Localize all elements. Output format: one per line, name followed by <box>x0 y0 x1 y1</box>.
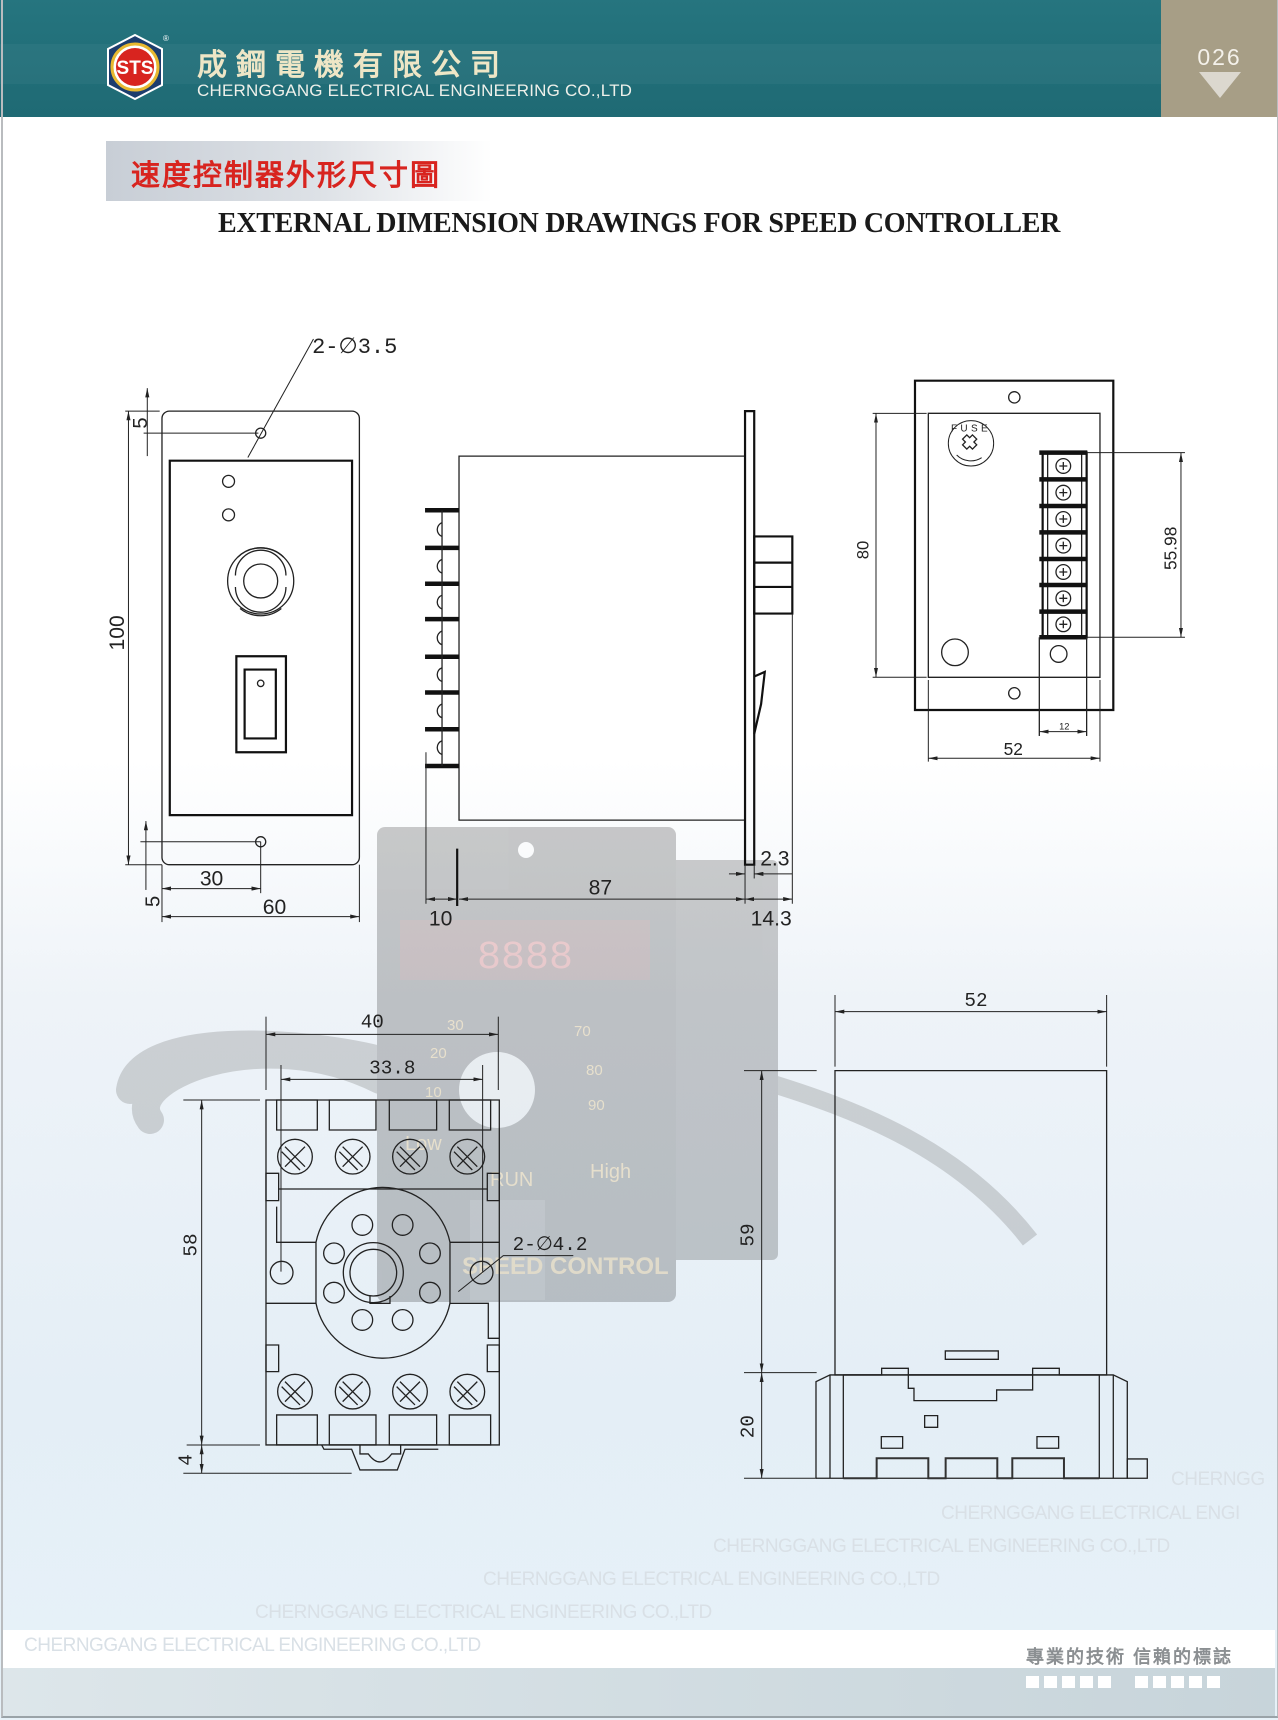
led-display-text: 8888 <box>477 936 573 981</box>
page-title-cn: 速度控制器外形尺寸圖 <box>131 160 442 192</box>
speed-knob <box>228 548 294 616</box>
footer-square <box>1189 1676 1202 1688</box>
dim-hole-pitch: 33.8 <box>369 1057 415 1079</box>
fuse-holder: FUSE <box>948 421 993 466</box>
company-name-en: CHERNGGANG ELECTRICAL ENGINEERING CO.,LT… <box>197 81 633 100</box>
footer-square <box>1026 1676 1039 1688</box>
watermark: CHERNGGANG ELECTRICAL ENGI <box>941 1503 1240 1524</box>
hole-callout: 2-∅3.5 <box>312 335 397 360</box>
dim-front: 14.3 <box>751 907 792 930</box>
watermark: CHERNGGANG ELECTRICAL ENGINEERING CO.,LT… <box>483 1569 940 1590</box>
dim-base-height: 20 <box>737 1415 759 1438</box>
dim-clip: 4 <box>176 1454 198 1466</box>
footer-strip <box>3 1630 1275 1668</box>
relay-view: 52 59 20 <box>737 990 1147 1478</box>
dim-height: 80 <box>853 541 872 560</box>
watermark: CHERNGGANG ELECTRICAL ENGINEERING CO.,LT… <box>713 1536 1170 1557</box>
down-triangle-icon <box>1199 72 1241 98</box>
dial-label: 10 <box>425 1084 442 1101</box>
mount-hole <box>518 842 534 858</box>
speed-knob <box>459 1052 535 1128</box>
dim-width: 52 <box>1004 739 1023 759</box>
registered-mark: ® <box>163 34 169 43</box>
dim-terminal-width: 12 <box>1059 721 1069 731</box>
dim-terminal: 10 <box>429 907 452 930</box>
mount-hole <box>270 1261 293 1284</box>
dial-label: 80 <box>586 1062 603 1079</box>
dim-bottom-margin: 5 <box>143 896 165 907</box>
dim-half-width: 30 <box>200 867 223 890</box>
mount-hole <box>470 1261 493 1284</box>
power-switch <box>236 656 286 752</box>
socket-view: 40 33.8 58 4 2-∅4.2 <box>176 1011 588 1473</box>
watermark: CHERNGGANG ELECTRICAL ENGINEERING CO.,LT… <box>24 1635 481 1656</box>
led-indicator <box>223 475 235 487</box>
fuse-label: FUSE <box>951 424 991 435</box>
dim-body-height: 59 <box>737 1223 759 1246</box>
side-view: 2.3 87 10 14.3 <box>425 411 792 930</box>
footer-square <box>1153 1676 1166 1688</box>
footer-square <box>1171 1676 1184 1688</box>
dim-depth: 87 <box>589 877 612 900</box>
dim-flange: 2.3 <box>760 848 789 871</box>
dim-width: 60 <box>263 896 286 919</box>
dim-width: 52 <box>964 990 987 1012</box>
dial-label: 90 <box>588 1097 605 1114</box>
watermark: CHERNGG <box>1171 1469 1265 1490</box>
footer-square <box>1098 1676 1111 1688</box>
page-number-box: 026 <box>1161 0 1278 117</box>
footer-square <box>1044 1676 1057 1688</box>
footer-slogan: 專業的技術 信賴的標誌 <box>1026 1647 1233 1667</box>
watermark: CHERNGGANG ELECTRICAL ENGINEERING CO.,LT… <box>255 1602 712 1623</box>
company-name-cn: 成鋼電機有限公司 <box>197 49 509 82</box>
footer-square <box>1080 1676 1093 1688</box>
footer-square <box>1062 1676 1075 1688</box>
dial-label: 70 <box>574 1023 591 1040</box>
terminal-strip <box>425 510 459 766</box>
low-label: Low <box>405 1133 442 1155</box>
led-indicator <box>223 509 235 521</box>
terminal-block <box>1039 453 1087 736</box>
sts-logo: STS ® <box>107 33 169 101</box>
dim-terminal-span: 55.98 <box>1161 527 1181 570</box>
dim-width: 40 <box>361 1011 384 1033</box>
page-title-en: EXTERNAL DIMENSION DRAWINGS FOR SPEED CO… <box>217 208 1061 239</box>
page-header: STS ® 成鋼電機有限公司 CHERNGGANG ELECTRICAL ENG… <box>0 0 1278 117</box>
dial-label: 20 <box>430 1045 447 1062</box>
controller-faceplate <box>377 827 676 1302</box>
controller-body <box>660 860 778 1260</box>
dim-height: 100 <box>106 615 129 650</box>
logo-text: STS <box>117 58 154 79</box>
footer-square <box>1207 1676 1220 1688</box>
dial-label: 30 <box>447 1017 464 1034</box>
title-banner <box>106 141 492 201</box>
run-label: RUN <box>490 1169 533 1191</box>
led-display <box>400 920 650 980</box>
page-number: 026 <box>1197 44 1242 70</box>
front-view: 2-∅3.5 5 100 5 30 60 <box>106 335 397 922</box>
socket-screws <box>278 1139 485 1409</box>
dim-height: 58 <box>181 1233 203 1256</box>
brand-label: SPEED CONTROL <box>462 1253 669 1280</box>
hole-callout: 2-∅4.2 <box>513 1234 588 1256</box>
cable <box>760 1080 1030 1240</box>
footer-square <box>1135 1676 1148 1688</box>
high-label: High <box>590 1161 631 1183</box>
back-view: FUSE 80 <box>853 381 1185 762</box>
dim-top-margin: 5 <box>130 417 152 428</box>
cable <box>130 1045 380 1120</box>
